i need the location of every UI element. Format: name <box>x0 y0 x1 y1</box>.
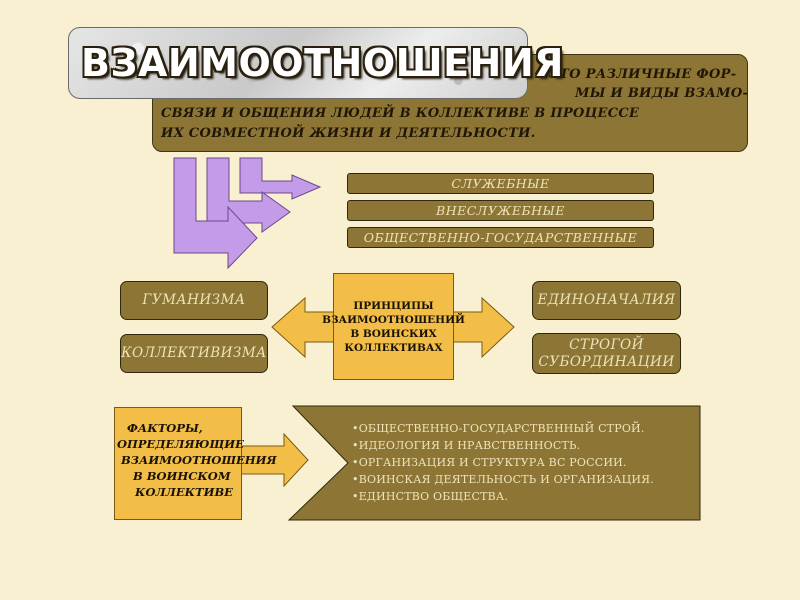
type-service: СЛУЖЕБНЫЕ <box>347 173 654 194</box>
principles-line-1: ПРИНЦИПЫ <box>353 299 434 312</box>
factors-line-2: ОПРЕДЕЛЯЮЩИЕ <box>117 437 244 451</box>
subordination-line-1: СТРОГОЙ <box>569 336 644 353</box>
factors-line-5: КОЛЛЕКТИВЕ <box>135 485 233 499</box>
factor-item: •ОРГАНИЗАЦИЯ И СТРУКТУРА ВС РОССИИ. <box>352 456 627 469</box>
factors-line-1: ФАКТОРЫ, <box>127 421 203 435</box>
principles-line-3: В ВОИНСКИХ <box>350 327 437 340</box>
definition-line-2: МЫ И ВИДЫ ВЗАМО- <box>575 86 749 101</box>
factor-item: •ОБЩЕСТВЕННО-ГОСУДАРСТВЕННЫЙ СТРОЙ. <box>352 422 645 435</box>
page-title: ВЗАИМООТНОШЕНИЯ <box>81 41 564 85</box>
arrow-to-state-icon <box>173 157 258 270</box>
principle-humanism: ГУМАНИЗМА <box>120 281 268 320</box>
definition-line-1: – ЭТО РАЗЛИЧНЫЕ ФОР- <box>537 67 737 82</box>
factors-list: •ОБЩЕСТВЕННО-ГОСУДАРСТВЕННЫЙ СТРОЙ. •ИДЕ… <box>352 420 692 505</box>
principles-line-2: ВЗАИМООТНОШЕНИЙ <box>322 313 465 326</box>
arrow-to-service-icon <box>239 157 322 200</box>
definition-line-3: СВЯЗИ И ОБЩЕНИЯ ЛЮДЕЙ В КОЛЛЕКТИВЕ В ПРО… <box>161 106 640 121</box>
violet-arrows <box>173 157 322 270</box>
factor-item: •ИДЕОЛОГИЯ И НРАВСТВЕННОСТЬ. <box>352 439 581 452</box>
title-plate: ВЗАИМООТНОШЕНИЯ <box>68 27 563 99</box>
factors-line-3: ВЗАИМООТНОШЕНИЯ <box>121 453 277 467</box>
factor-item: •ЕДИНСТВО ОБЩЕСТВА. <box>352 490 509 503</box>
type-nonservice: ВНЕСЛУЖЕБНЫЕ <box>347 200 654 221</box>
factors-line-4: В ВОИНСКОМ <box>133 469 231 483</box>
principle-collectivism: КОЛЛЕКТИВИЗМА <box>120 334 268 373</box>
principle-one-man-command: ЕДИНОНАЧАЛИЯ <box>532 281 681 320</box>
type-social-state: ОБЩЕСТВЕННО-ГОСУДАРСТВЕННЫЕ <box>347 227 654 248</box>
factor-item: •ВОИНСКАЯ ДЕЯТЕЛЬНОСТЬ И ОРГАНИЗАЦИЯ. <box>352 473 654 486</box>
factors-box: ФАКТОРЫ, ОПРЕДЕЛЯЮЩИЕ ВЗАИМООТНОШЕНИЯ В … <box>114 407 277 520</box>
factors-panel <box>287 405 701 521</box>
definition-line-4: ИХ СОВМЕСТНОЙ ЖИЗНИ И ДЕЯТЕЛЬНОСТИ. <box>161 126 536 141</box>
subordination-line-2: СУБОРДИНАЦИИ <box>538 353 675 370</box>
principle-strict-subordination: СТРОГОЙ СУБОРДИНАЦИИ <box>532 333 681 374</box>
principles-line-4: КОЛЛЕКТИВАХ <box>344 341 443 354</box>
principles-box: ПРИНЦИПЫ ВЗАИМООТНОШЕНИЙ В ВОИНСКИХ КОЛЛ… <box>322 273 465 380</box>
